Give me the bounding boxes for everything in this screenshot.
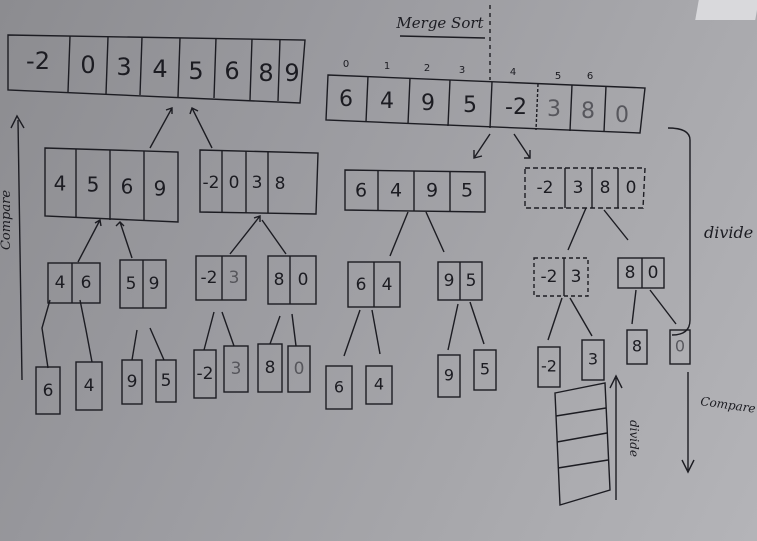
merge-pair-1-a: 5 <box>126 274 137 294</box>
index-label-5: 5 <box>555 71 561 82</box>
divide-l2-1-a: 9 <box>444 271 455 291</box>
page-title: Merge Sort <box>395 14 484 32</box>
input-cell-7: 0 <box>615 103 629 128</box>
divide-l2-3-b: 0 <box>648 263 659 283</box>
divide-l1-right-cell-0: -2 <box>537 178 554 198</box>
divide-l2-2-a: -2 <box>541 267 558 287</box>
index-label-2: 2 <box>424 63 430 74</box>
divide-arrows <box>343 133 677 357</box>
input-cell-4: -2 <box>505 95 527 120</box>
sorted-array <box>7 34 306 104</box>
divide-l2-1-b: 5 <box>466 271 477 291</box>
divide-l1-left-cell-3: 5 <box>461 180 473 202</box>
merge-leaf-0: 6 <box>43 381 54 401</box>
divide-l1-left-cell-2: 9 <box>426 180 438 202</box>
divide-leaf-1: 4 <box>374 375 384 394</box>
merge-pair-3-a: 8 <box>274 270 285 290</box>
divide-bracket <box>667 127 691 336</box>
input-cell-6: 8 <box>581 99 595 124</box>
divide-l1-right-cell-2: 8 <box>600 178 611 198</box>
divide-l2-boxes <box>347 257 665 308</box>
sorted-cell-0: -2 <box>26 47 50 75</box>
merge-leaf-6: 8 <box>265 358 276 378</box>
vertical-arrows <box>10 114 695 500</box>
input-cell-5: 3 <box>547 97 561 122</box>
sorted-cell-3: 4 <box>152 55 167 83</box>
merge-pair-3-b: 0 <box>298 270 309 290</box>
merge-leaf-7: 0 <box>294 359 305 379</box>
sorted-cell-5: 6 <box>224 57 239 85</box>
merge-leaf-1: 4 <box>84 376 95 396</box>
divide-l1-right-cell-1: 3 <box>573 178 584 198</box>
divide-leaf-2: 9 <box>444 366 454 385</box>
input-cell-0: 6 <box>339 87 353 112</box>
divide-leaf-3: 5 <box>480 360 490 379</box>
divide-small-label: divide <box>627 420 641 457</box>
sorted-cell-1: 0 <box>80 51 95 79</box>
title-underline <box>399 35 486 39</box>
input-cell-3: 5 <box>463 93 477 118</box>
merge-right-cell-2: 3 <box>252 173 263 193</box>
compare-label: Compare <box>0 190 14 250</box>
divide-l1-right-cell-3: 0 <box>626 178 637 198</box>
sorted-cell-4: 5 <box>188 57 203 85</box>
index-label-6: 6 <box>587 71 593 82</box>
divide-leaf-7: 0 <box>675 337 685 356</box>
sorted-cell-7: 9 <box>284 59 299 87</box>
divide-leaf-0: 6 <box>334 378 344 397</box>
index-label-3: 3 <box>459 65 465 76</box>
merge-pair-0-a: 4 <box>55 273 66 293</box>
merge-half-right <box>199 149 319 215</box>
merge-arrows <box>41 107 297 369</box>
input-cell-1: 4 <box>380 89 394 114</box>
merge-leaf-4: -2 <box>197 364 214 384</box>
input-array <box>325 74 646 134</box>
divide-l1-right <box>524 167 646 209</box>
divide-label: divide <box>704 223 753 242</box>
merge-pair-1-b: 9 <box>149 274 160 294</box>
merge-left-cell-2: 6 <box>121 175 134 199</box>
merge-leaf-5: 3 <box>231 359 242 379</box>
input-cell-2: 9 <box>421 91 435 116</box>
stack-drawing <box>554 382 611 506</box>
merge-right-cell-1: 0 <box>229 173 240 193</box>
merge-left-cell-3: 9 <box>154 177 167 201</box>
sorted-cell-2: 3 <box>116 53 131 81</box>
merge-pair-boxes <box>47 255 317 309</box>
merge-leaf-2: 9 <box>127 372 138 392</box>
divide-l1-left-cell-1: 4 <box>390 180 402 202</box>
divide-l2-0-a: 6 <box>356 275 367 295</box>
merge-pair-2-b: 3 <box>229 268 240 288</box>
merge-half-left <box>44 147 179 223</box>
index-label-0: 0 <box>343 59 349 70</box>
divide-l2-3-a: 8 <box>625 263 636 283</box>
merge-left-cell-0: 4 <box>54 172 67 196</box>
merge-leaf-boxes <box>35 343 311 415</box>
merge-leaf-3: 5 <box>161 371 172 391</box>
divide-leaf-4: -2 <box>541 357 557 376</box>
merge-pair-2-a: -2 <box>201 268 218 288</box>
divide-leaf-5: 3 <box>588 350 598 369</box>
merge-right-cell-0: -2 <box>203 173 220 193</box>
sorted-cell-6: 8 <box>258 59 273 87</box>
divide-l1-left <box>344 169 486 213</box>
compare-small-label: Compare <box>700 394 757 416</box>
divide-l2-0-b: 4 <box>382 275 393 295</box>
divide-leaf-6: 8 <box>632 337 642 356</box>
index-label-4: 4 <box>510 67 516 78</box>
merge-right-cell-3: 8 <box>275 174 286 194</box>
divide-l1-left-cell-0: 6 <box>355 180 367 202</box>
index-label-1: 1 <box>384 61 390 72</box>
divide-leaf-boxes <box>325 329 691 410</box>
divide-l2-2-b: 3 <box>571 267 582 287</box>
merge-left-cell-1: 5 <box>87 173 100 197</box>
merge-pair-0-b: 6 <box>81 273 92 293</box>
